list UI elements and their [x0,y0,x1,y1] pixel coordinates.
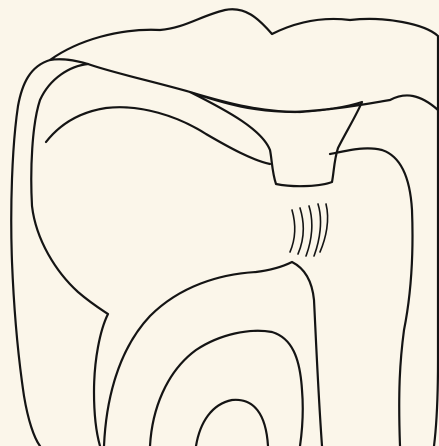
tooth-outer-outline [11,60,50,446]
dentinal-tubule-lines [290,204,328,256]
pulp-core [196,400,268,446]
enamel-cap [50,9,438,112]
pulp-chamber-outer [104,262,322,446]
tooth-right-outline [434,110,438,446]
pulp-inner-ring [150,331,303,446]
dentin-enamel-junction [46,107,413,446]
